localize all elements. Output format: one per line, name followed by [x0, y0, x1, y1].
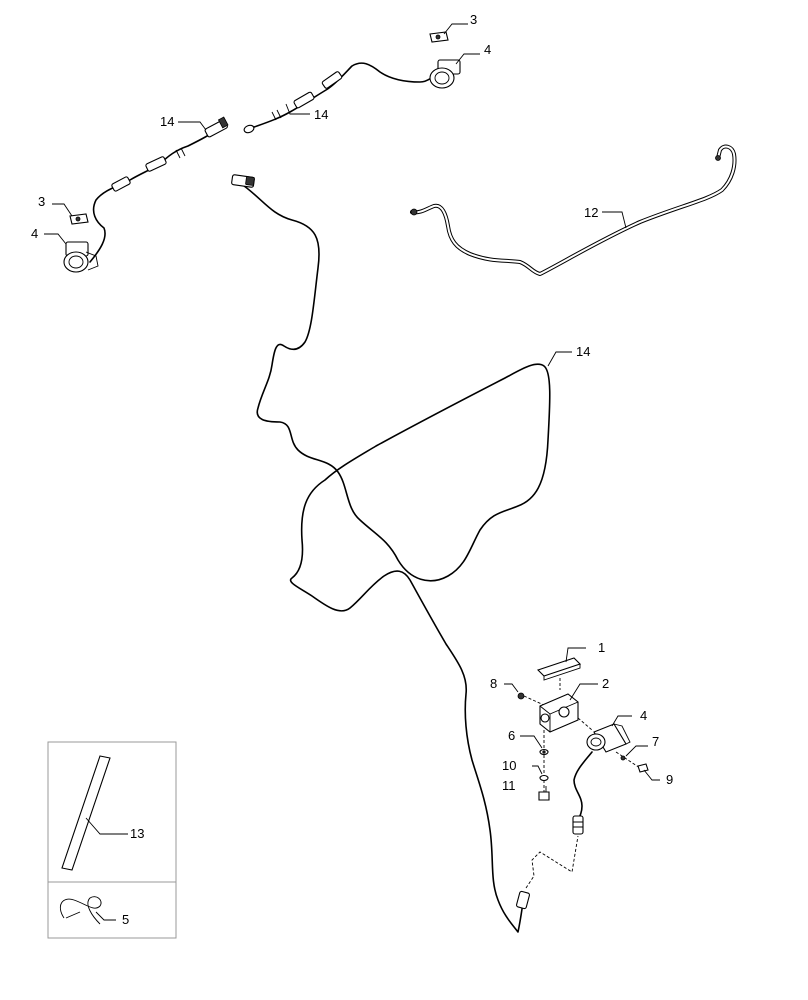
left-inline-connector: [145, 156, 167, 172]
callout-4-top: 4: [484, 42, 491, 57]
top-sensor-assembly: [243, 31, 461, 134]
top-harness-end: [243, 124, 255, 134]
callout-8: 8: [490, 676, 497, 691]
callout-5: 5: [122, 912, 129, 927]
washer-10: [539, 774, 549, 782]
callout-14-top: 14: [314, 107, 328, 122]
callout-3-left: 3: [38, 194, 45, 209]
top-inline-connector: [293, 91, 315, 109]
left-inline-connector-2: [111, 176, 131, 192]
left-harness-plug-tip: [217, 116, 229, 129]
harness-bottom-connector: [515, 890, 531, 910]
sensor-lead-connector: [572, 815, 584, 835]
accessory-box: [47, 741, 177, 939]
callout-11: 11: [502, 778, 516, 793]
leader-lines: [44, 23, 660, 921]
callout-3-top: 3: [470, 12, 477, 27]
bolt-9: [637, 763, 649, 773]
washer-7: [620, 755, 626, 761]
bracket: [539, 693, 579, 733]
bottom-sensor-assembly: [517, 657, 649, 835]
callout-12: 12: [584, 205, 598, 220]
main-harness: [231, 174, 579, 933]
plate: [536, 657, 582, 677]
callout-1: 1: [598, 640, 605, 655]
callout-14-mid: 14: [576, 344, 590, 359]
bottom-sensor: [586, 723, 631, 753]
line-fitting-right: [715, 155, 721, 161]
callout-4-left: 4: [31, 226, 38, 241]
callout-9: 9: [666, 772, 673, 787]
harness-top-connector-tip: [245, 176, 255, 186]
callout-labels: 1 2 3 4 3 4 4 5 6 7 8 9 10 11 12 13 14 1…: [31, 12, 673, 927]
left-sensor: [63, 241, 99, 273]
callout-2: 2: [602, 676, 609, 691]
callout-6: 6: [508, 728, 515, 743]
callout-10: 10: [502, 758, 516, 773]
tube-13: [61, 755, 111, 871]
left-sensor-assembly: [63, 116, 229, 273]
screw-8: [517, 692, 525, 700]
callout-7: 7: [652, 734, 659, 749]
cable-tie-5: [60, 896, 102, 925]
hydraulic-line: [410, 144, 737, 276]
callout-14-left: 14: [160, 114, 174, 129]
top-inline-connector-2: [321, 71, 343, 89]
callout-4-bottom: 4: [640, 708, 647, 723]
top-sensor: [429, 59, 461, 89]
connection-line: [525, 835, 579, 889]
callout-13: 13: [130, 826, 144, 841]
line-fitting-left: [410, 208, 418, 216]
nut-11: [538, 791, 550, 801]
